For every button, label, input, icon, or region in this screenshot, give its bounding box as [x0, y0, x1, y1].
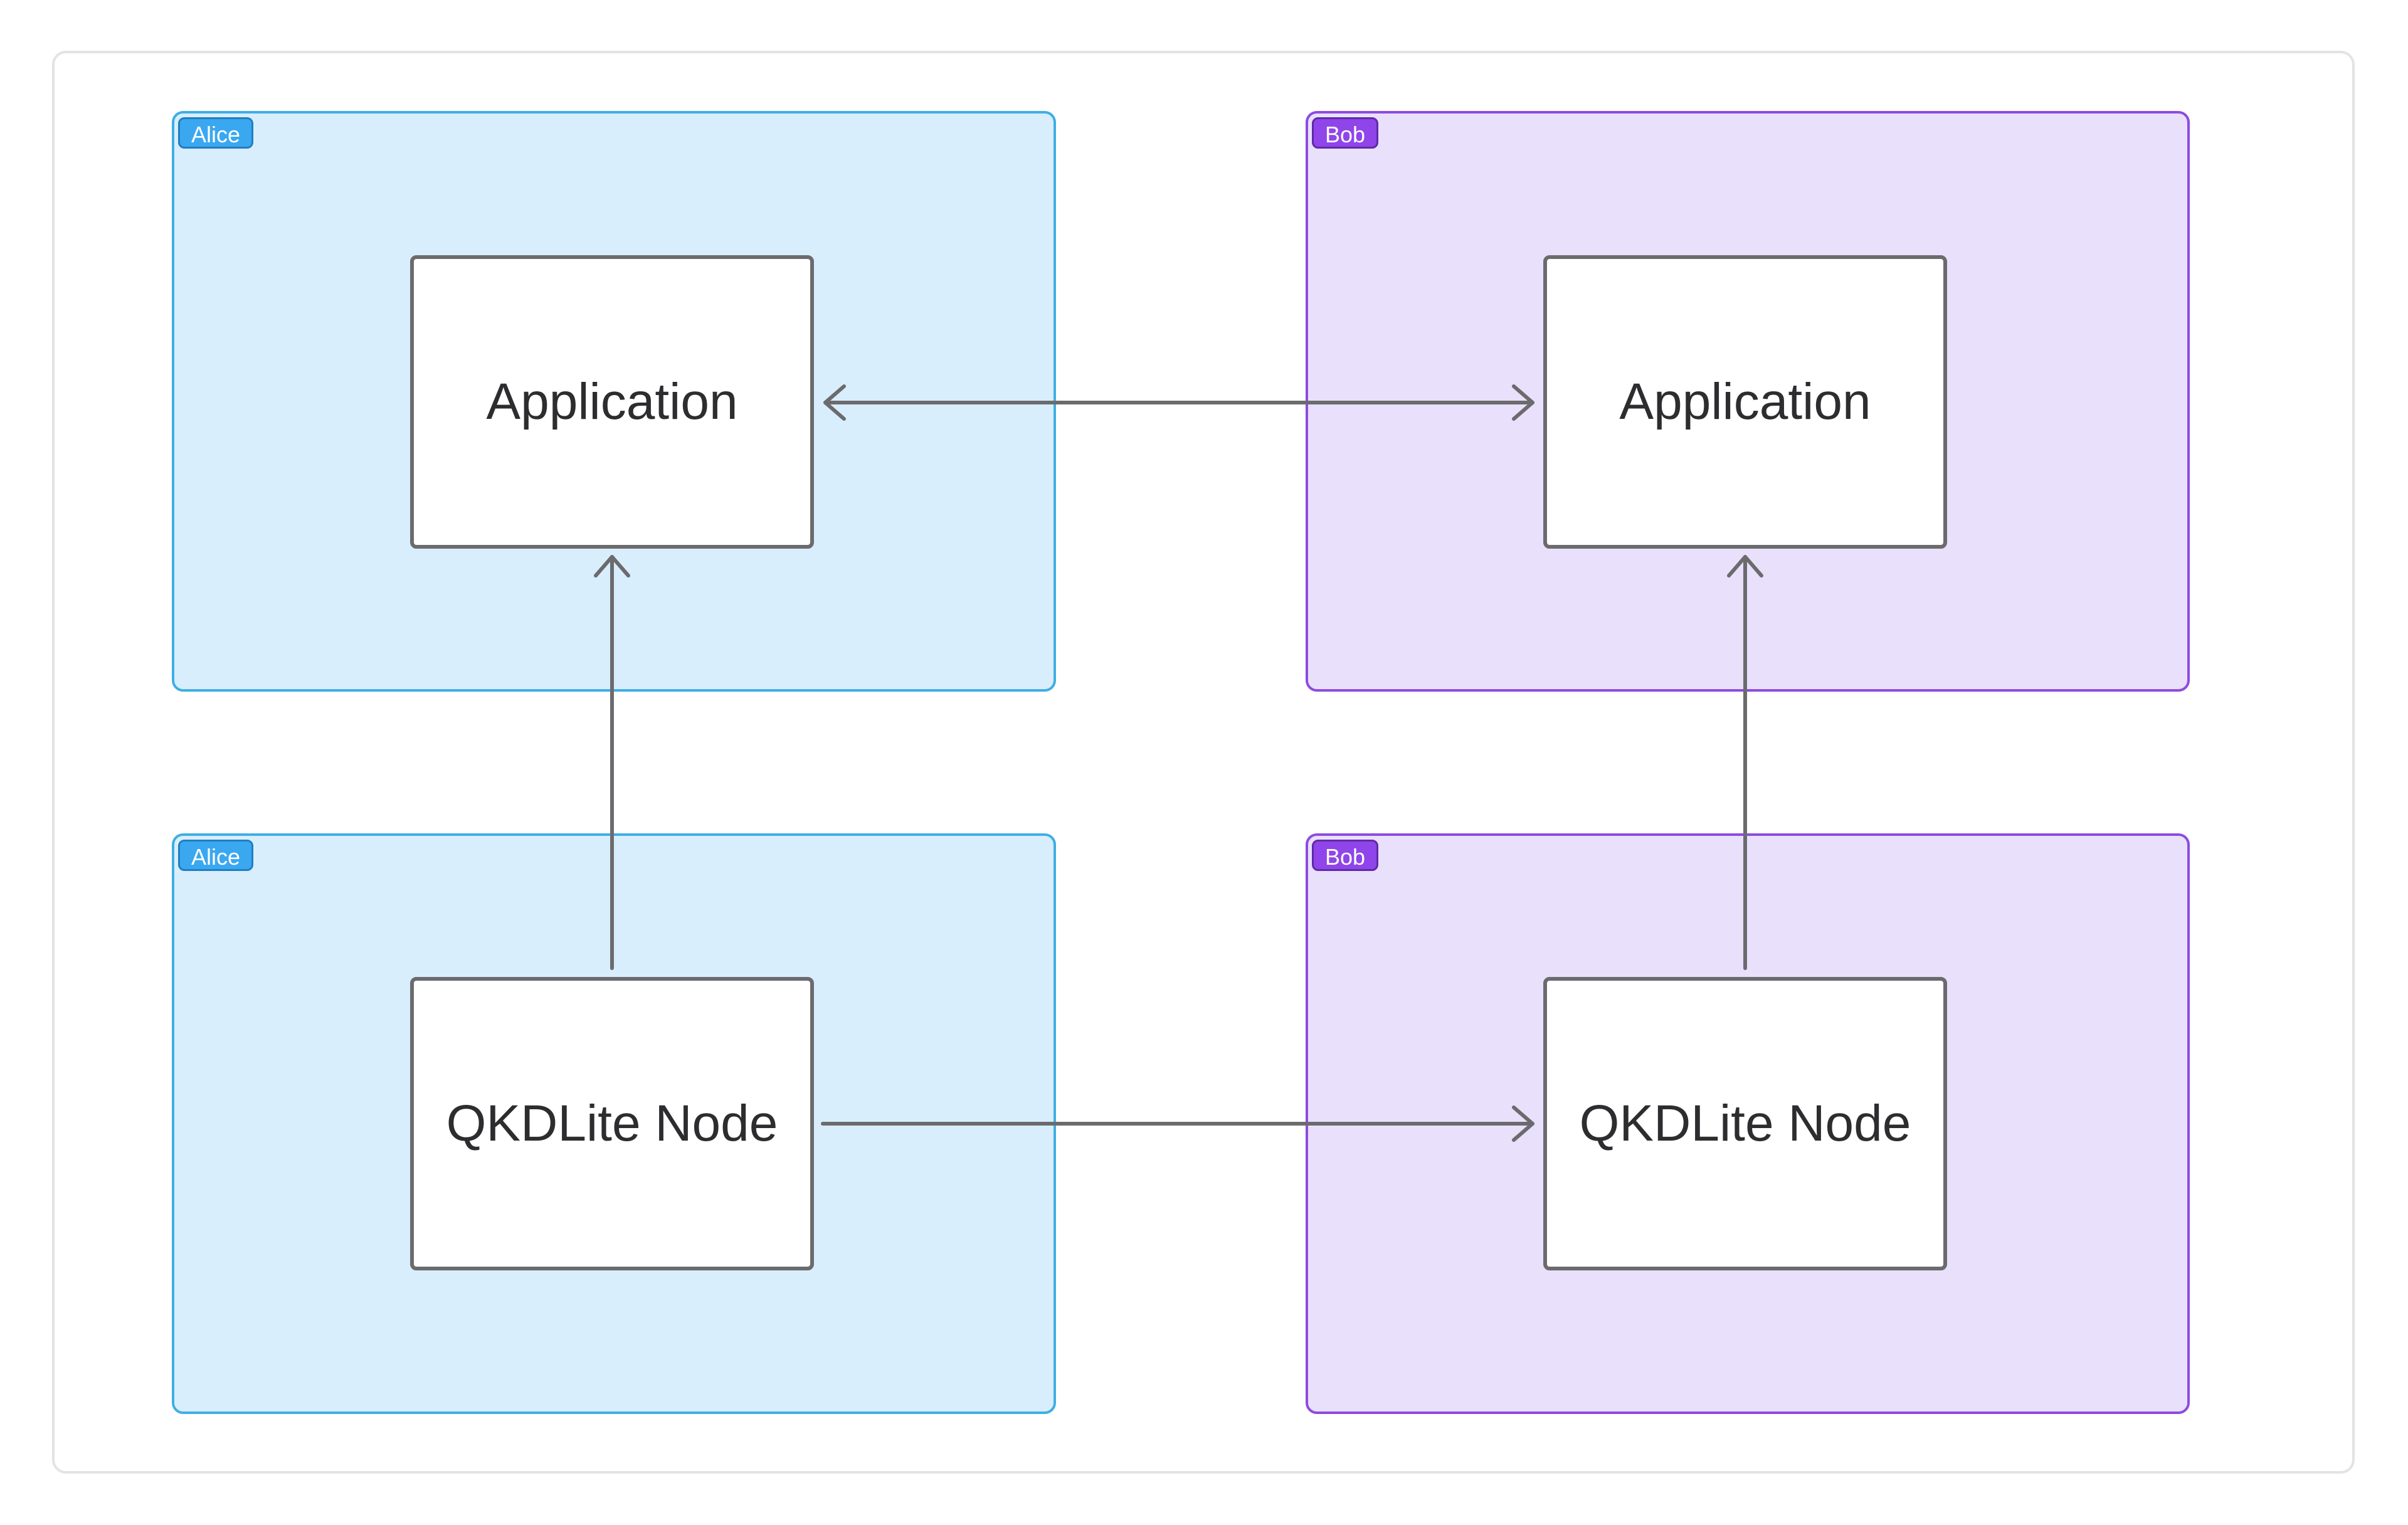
node-alice-application[interactable]: Application	[410, 255, 814, 549]
node-alice-qkdlite[interactable]: QKDLite Node	[410, 977, 814, 1270]
group-tag-bob: Bob	[1312, 117, 1379, 149]
node-label: QKDLite Node	[1579, 1095, 1911, 1152]
node-label: Application	[486, 373, 738, 430]
group-tag-bob: Bob	[1312, 840, 1379, 871]
node-bob-qkdlite[interactable]: QKDLite Node	[1543, 977, 1947, 1270]
group-tag-alice: Alice	[178, 840, 254, 871]
node-label: Application	[1619, 373, 1871, 430]
group-tag-alice: Alice	[178, 117, 254, 149]
node-bob-application[interactable]: Application	[1543, 255, 1947, 549]
node-label: QKDLite Node	[446, 1095, 778, 1152]
